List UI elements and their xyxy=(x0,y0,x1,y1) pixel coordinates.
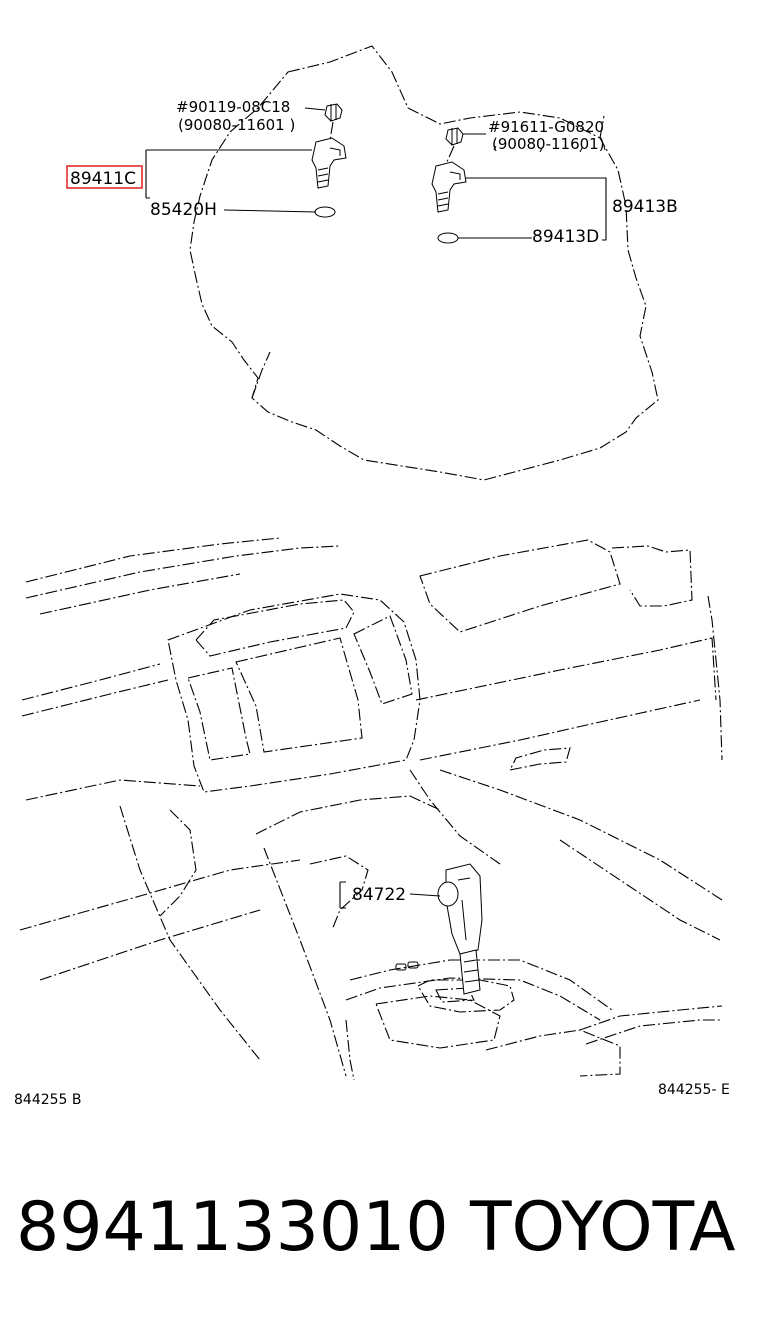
callout-sensor-right: 89413B xyxy=(612,197,678,217)
callout-oring-right: 89413D xyxy=(532,227,599,247)
bolt-right-icon xyxy=(445,127,486,146)
speed-sensor-right-icon xyxy=(431,161,467,213)
oring-left-icon xyxy=(314,206,336,218)
callout-bolt-left: #90119-08C18 xyxy=(176,98,290,116)
callout-bolt-left-alt: (90080-11601 ) xyxy=(178,116,295,134)
oring-right-icon xyxy=(437,232,459,244)
transmission-case-outline xyxy=(189,45,659,481)
callout-oring-left: 85420H xyxy=(150,200,217,220)
callout-shift-knob: 84722 xyxy=(352,885,406,905)
callout-sensor-left[interactable]: 89411C xyxy=(70,169,136,189)
callout-bolt-right-alt: (90080-11601) xyxy=(492,135,605,153)
brand-name: TOYOTA xyxy=(470,1188,736,1267)
figure-code-right: 844255- E xyxy=(658,1082,730,1098)
callout-bolt-right: #91611-G0820 xyxy=(488,118,604,136)
shift-knob-icon xyxy=(437,863,483,995)
dashboard-outline xyxy=(19,537,723,1081)
part-number: 8941133010 xyxy=(16,1188,449,1267)
figure-code-left: 844255 B xyxy=(14,1092,82,1108)
bolt-left-icon xyxy=(304,103,343,122)
highlight-box xyxy=(66,165,143,189)
speed-sensor-left-icon xyxy=(311,137,347,189)
